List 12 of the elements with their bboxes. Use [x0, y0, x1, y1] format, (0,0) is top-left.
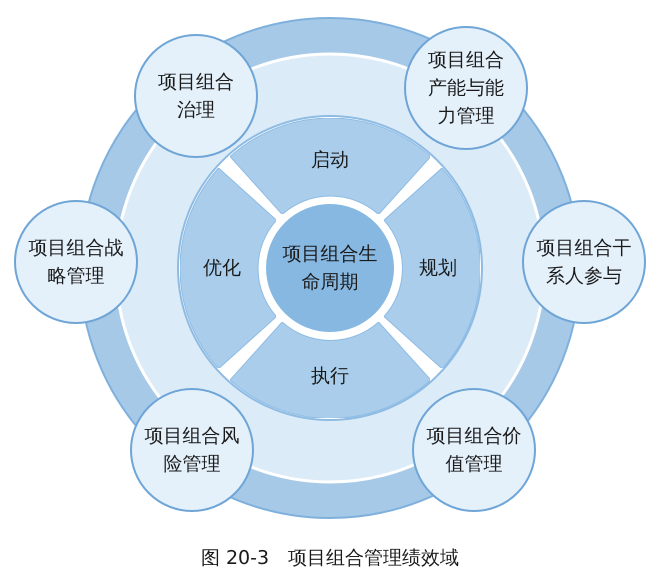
caption: 图 20-3 项目组合管理绩效域: [200, 546, 460, 571]
circle-label: 项目组合价值管理: [426, 424, 522, 477]
circle-label: 项目组合风险管理: [144, 424, 240, 477]
segment-label: 规划: [418, 256, 457, 281]
circle-label: 项目组合治理: [157, 70, 235, 123]
circle-label: 项目组合产能与能力管理: [427, 48, 505, 129]
circle-label: 项目组合干系人参与: [536, 236, 632, 289]
circle-label: 项目组合战略管理: [28, 236, 124, 289]
segment-label: 执行: [310, 364, 349, 389]
segment-label: 优化: [203, 256, 241, 281]
segment-label: 启动: [310, 148, 349, 173]
circle-label: 项目组合生命周期: [282, 242, 378, 295]
